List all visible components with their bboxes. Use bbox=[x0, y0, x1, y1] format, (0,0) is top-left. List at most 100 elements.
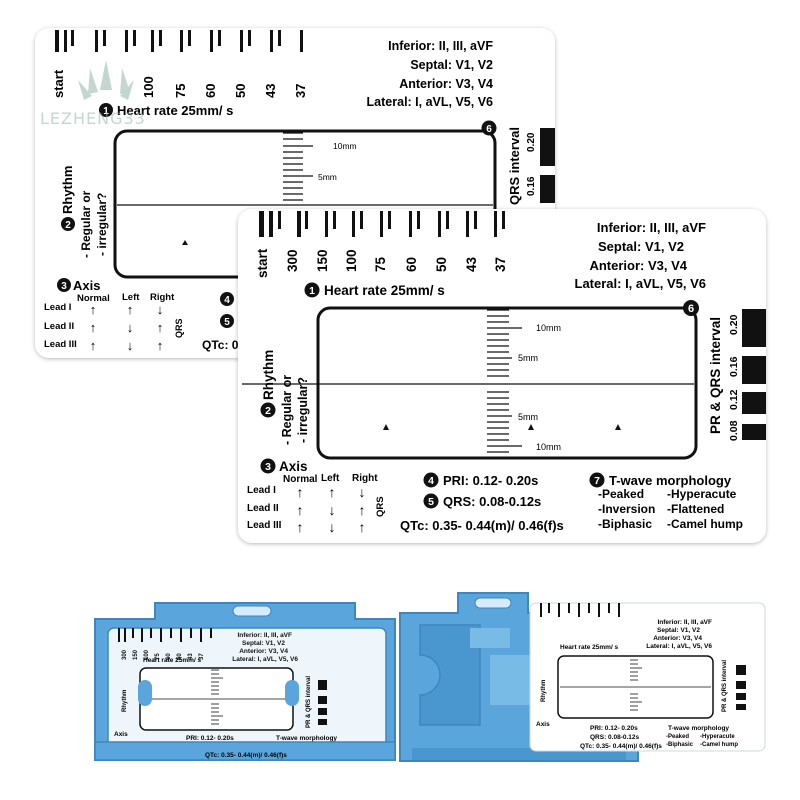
front-tick-300: 300 bbox=[285, 249, 300, 272]
back-arrow-3-3: ↑ bbox=[157, 338, 164, 353]
holder-right-lead-septal: Septal: V1, V2 bbox=[657, 627, 700, 634]
front-twave-left-2: -Inversion bbox=[598, 502, 655, 516]
front-axis-title: Axis bbox=[279, 459, 308, 474]
back-arrow-2-1: ↑ bbox=[90, 320, 97, 335]
holder-right-heart-rate: Heart rate 25mm/ s bbox=[560, 644, 619, 651]
holder-left-tick-150: 150 bbox=[133, 649, 139, 660]
back-num-1: 1 bbox=[103, 106, 109, 117]
holder-left-tick-37: 37 bbox=[199, 653, 205, 660]
front-5mm-top: 5mm bbox=[518, 353, 538, 363]
front-axis-col-right: Right bbox=[352, 473, 378, 484]
back-tick-75: 75 bbox=[173, 84, 188, 98]
back-num-5: 5 bbox=[224, 317, 230, 328]
back-lead-anterior: Anterior: V3, V4 bbox=[399, 77, 493, 91]
back-axis-row-2: Lead II bbox=[44, 321, 74, 332]
front-arrow-1-1: ↑ bbox=[297, 484, 304, 500]
back-val-016: 0.16 bbox=[526, 176, 537, 196]
front-num-5: 5 bbox=[428, 496, 434, 508]
front-scale-ticks bbox=[487, 309, 522, 453]
holder-left-axis: Axis bbox=[114, 731, 128, 738]
back-lead-septal: Septal: V1, V2 bbox=[410, 58, 493, 72]
front-5mm-bottom: 5mm bbox=[518, 412, 538, 422]
front-pr-qrs-label: PR & QRS interval bbox=[708, 317, 723, 434]
front-val-020: 0.20 bbox=[728, 314, 740, 335]
front-num-2: 2 bbox=[265, 405, 271, 417]
front-arrow-2-1: ↑ bbox=[297, 502, 304, 518]
back-lead-lateral: Lateral: I, aVL, V5, V6 bbox=[367, 95, 493, 109]
back-axis-title: Axis bbox=[73, 278, 100, 293]
back-arrow-1-2: ↑ bbox=[127, 302, 134, 317]
back-tick-100: 100 bbox=[141, 76, 156, 98]
back-axis-col-normal: Normal bbox=[77, 293, 110, 304]
front-tick-37: 37 bbox=[493, 257, 508, 272]
holder-right-tw-1: -Peaked bbox=[666, 734, 689, 740]
holder-right-qtc: QTc: 0.35- 0.44(m)/ 0.46(f)s bbox=[580, 743, 662, 750]
front-pri: PRI: 0.12- 0.20s bbox=[443, 473, 538, 488]
back-tick-43: 43 bbox=[263, 84, 278, 98]
back-rhythm-sub1: - Regular or bbox=[79, 190, 93, 258]
back-arrow-1-3: ↓ bbox=[157, 302, 164, 317]
holder-left-tick-300: 300 bbox=[122, 649, 128, 660]
front-10mm-top: 10mm bbox=[536, 323, 561, 333]
holder-left-tick-60: 60 bbox=[166, 653, 172, 660]
back-arrow-2-3: ↑ bbox=[157, 320, 164, 335]
front-val-008: 0.08 bbox=[728, 420, 740, 441]
front-twave-right-2: -Flattened bbox=[667, 502, 724, 516]
front-axis-row-3: Lead III bbox=[247, 520, 282, 531]
holder-left-lead-lateral: Lateral: I, aVL, V5, V6 bbox=[232, 656, 298, 663]
front-arrow-3-3: ↑ bbox=[359, 519, 366, 535]
front-tick-43: 43 bbox=[464, 256, 479, 272]
holder-right-lead-anterior: Anterior: V3, V4 bbox=[653, 635, 702, 642]
holder-left-lead-inferior: Inferior: II, III, aVF bbox=[237, 632, 292, 639]
holder-left: 300 150 100 75 60 50 43 37 Inferior: II,… bbox=[94, 602, 396, 761]
back-val-020: 0.20 bbox=[526, 132, 537, 152]
front-tick-150: 150 bbox=[315, 249, 330, 272]
front-arrow-2-3: ↑ bbox=[359, 502, 366, 518]
front-10mm-bottom: 10mm bbox=[536, 442, 561, 452]
holder-left-tick-43: 43 bbox=[188, 653, 194, 660]
front-twave-left-3: -Biphasic bbox=[598, 517, 652, 531]
holder-left-tick-50: 50 bbox=[177, 653, 183, 660]
front-num-3: 3 bbox=[265, 461, 271, 473]
back-axis-col-right: Right bbox=[150, 292, 175, 303]
back-num-2: 2 bbox=[65, 220, 71, 231]
holder-right-qrs: QRS: 0.08-0.12s bbox=[590, 734, 640, 741]
front-rhythm-sub2: - irregular? bbox=[296, 377, 310, 443]
front-lead-inferior: Inferior: II, III, aVF bbox=[597, 220, 706, 235]
back-tick-37: 37 bbox=[293, 84, 308, 98]
back-tick-60: 60 bbox=[203, 84, 218, 98]
front-lead-anterior: Anterior: V3, V4 bbox=[589, 258, 687, 273]
holder-left-tick-100: 100 bbox=[144, 649, 150, 660]
holder-right-pr-qrs: PR & QRS interval bbox=[722, 660, 728, 712]
holder-right-tw-4: -Camel hump bbox=[700, 742, 738, 748]
holder-right: Inferior: II, III, aVF Septal: V1, V2 An… bbox=[399, 592, 766, 762]
holder-left-rhythm: Rhythm bbox=[122, 690, 128, 712]
holder-right-tw-3: -Biphasic bbox=[666, 742, 694, 748]
front-num-1: 1 bbox=[309, 285, 315, 297]
front-tick-75: 75 bbox=[373, 256, 388, 272]
holder-right-tw-2: -Hyperacute bbox=[700, 734, 735, 740]
back-arrow-3-2: ↓ bbox=[127, 338, 134, 353]
front-qtc: QTc: 0.35- 0.44(m)/ 0.46(f)s bbox=[400, 518, 564, 533]
front-twave-right-1: -Hyperacute bbox=[667, 487, 737, 501]
back-qrs-side: QRS bbox=[174, 318, 184, 338]
front-tick-100: 100 bbox=[344, 249, 359, 272]
back-axis-row-3: Lead III bbox=[44, 339, 77, 350]
front-twave-title: T-wave morphology bbox=[609, 473, 732, 488]
front-val-016: 0.16 bbox=[728, 356, 740, 377]
front-qrs: QRS: 0.08-0.12s bbox=[443, 494, 541, 509]
holder-left-lead-anterior: Anterior: V3, V4 bbox=[239, 648, 288, 655]
front-axis-row-2: Lead II bbox=[247, 503, 279, 514]
front-num-7: 7 bbox=[594, 475, 600, 487]
watermark-text: LEZHENG33 bbox=[40, 109, 146, 128]
front-rate-ruler: start 300 150 100 75 60 50 43 37 bbox=[255, 211, 508, 278]
front-tick-start: start bbox=[255, 248, 270, 278]
front-lead-lateral: Lateral: I, aVL, V5, V6 bbox=[575, 276, 707, 291]
front-rhythm-label: Rhythm bbox=[261, 350, 276, 400]
holder-right-axis: Axis bbox=[536, 721, 550, 728]
back-axis-row-1: Lead I bbox=[44, 302, 71, 313]
back-arrow-2-2: ↓ bbox=[127, 320, 134, 335]
holder-right-lead-inferior: Inferior: II, III, aVF bbox=[657, 619, 712, 626]
front-card: start 300 150 100 75 60 50 43 37 Inferio… bbox=[238, 209, 766, 543]
